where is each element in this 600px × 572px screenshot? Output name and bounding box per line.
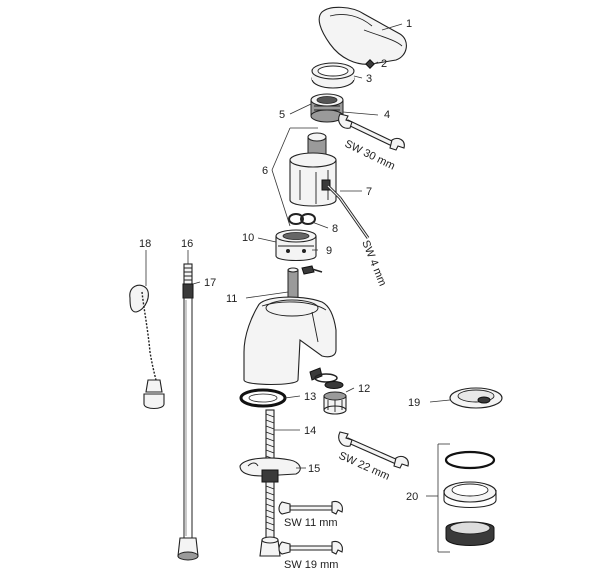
callout-labels: 1 2 3 4 5 6 7 8 9 10 11 12 13 14 15 16 1… — [139, 18, 420, 503]
part-faucet-body — [243, 267, 337, 385]
wrench-label-sw19: SW 19 mm — [284, 559, 338, 571]
part-small-screw — [301, 265, 323, 275]
part-drain-assembly — [437, 443, 497, 553]
wrench-sw30-icon — [338, 113, 405, 151]
part-plug-chain — [129, 284, 165, 410]
leader-lines — [145, 23, 451, 497]
part-cover-ring — [311, 62, 355, 89]
part-grub-screw — [365, 59, 375, 69]
wrench-sw19-icon — [278, 540, 343, 555]
wrench-label-sw4: SW 4 mm — [359, 239, 388, 288]
part-hex-key — [326, 184, 370, 239]
callout-15: 15 — [308, 463, 320, 475]
part-base-gasket — [239, 388, 287, 408]
callout-11: 11 — [226, 293, 237, 305]
callout-10: 10 — [242, 232, 254, 244]
callout-20: 20 — [406, 491, 418, 503]
part-flex-hose — [177, 263, 199, 561]
callout-17: 17 — [204, 277, 216, 289]
callout-8: 8 — [332, 223, 338, 235]
wrench-label-sw11: SW 11 mm — [284, 517, 338, 529]
part-drain-cap — [449, 387, 503, 409]
wrench-sw11-icon — [278, 500, 343, 515]
part-cartridge — [289, 132, 337, 207]
callout-2: 2 — [381, 58, 387, 70]
callout-18: 18 — [139, 238, 151, 250]
callout-14: 14 — [304, 425, 316, 437]
callout-4: 4 — [384, 109, 390, 121]
callout-7: 7 — [366, 186, 372, 198]
part-valve-body — [275, 229, 317, 262]
callout-16: 16 — [181, 238, 193, 250]
part-o-rings — [288, 213, 316, 225]
part-aerator — [314, 373, 347, 415]
part-lever-handle — [318, 6, 407, 65]
callout-3: 3 — [366, 73, 372, 85]
callout-9: 9 — [326, 245, 332, 257]
part-threaded-nut — [310, 93, 344, 123]
wrench-sw22-icon — [338, 431, 409, 469]
callout-19: 19 — [408, 397, 420, 409]
callout-6: 6 — [262, 165, 268, 177]
part-fork-plate — [239, 457, 301, 557]
callout-12: 12 — [358, 383, 370, 395]
callout-1: 1 — [406, 18, 412, 30]
callout-13: 13 — [304, 391, 316, 403]
callout-5: 5 — [279, 109, 285, 121]
